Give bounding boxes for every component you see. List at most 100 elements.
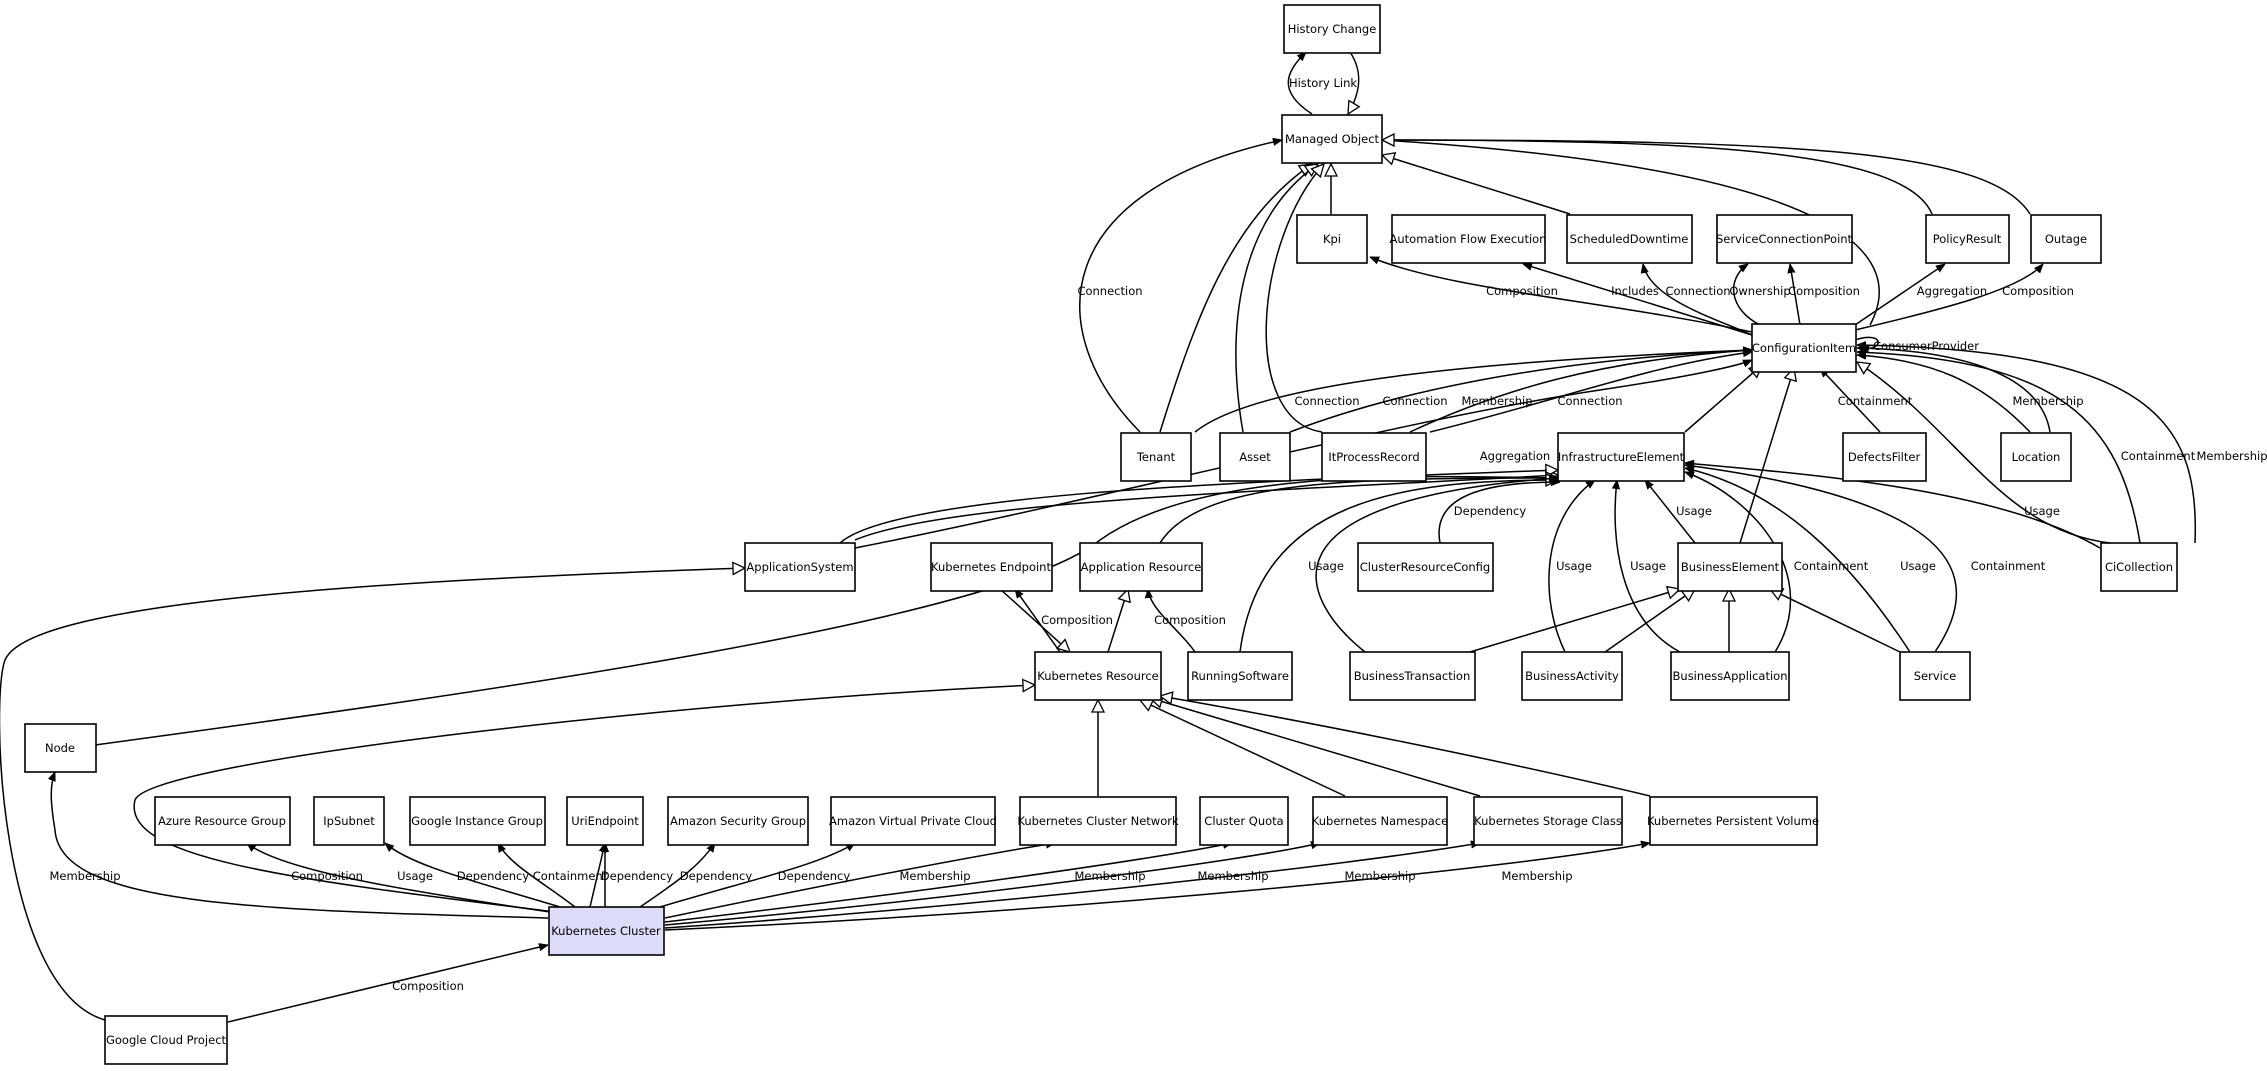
label-bizelem-infra-usage: Usage xyxy=(1676,504,1712,518)
node-label: Google Instance Group xyxy=(411,814,543,828)
node-label: Kubernetes Cluster Network xyxy=(1017,814,1179,828)
edge-k8snamespace-k8sres xyxy=(1140,700,1346,797)
label-ci-policy-aggregation: Aggregation xyxy=(1917,284,1987,298)
edge-service-infra-usage xyxy=(1685,468,1911,653)
label-ci-scp-composition: Composition xyxy=(1788,284,1860,298)
label-cluster-namespace-membership: Membership xyxy=(1197,869,1268,883)
node-kubernetes-cluster-network[interactable]: Kubernetes Cluster Network xyxy=(1017,796,1179,846)
edge-biztransaction-infra xyxy=(1315,478,1558,653)
label-cluster-asg-dependency: Dependency xyxy=(680,869,753,883)
label-cluster-azure-composition: Composition xyxy=(291,869,363,883)
node-google-cloud-project[interactable]: Google Cloud Project xyxy=(104,1015,228,1065)
edge-ci-kpi-composition xyxy=(1370,256,1753,333)
label-biztransaction-usage: Usage xyxy=(1308,559,1344,573)
node-business-application[interactable]: BusinessApplication xyxy=(1670,651,1790,701)
node-node[interactable]: Node xyxy=(24,723,97,773)
node-cluster-resource-config[interactable]: ClusterResourceConfig xyxy=(1357,542,1494,592)
node-automation-flow-execution[interactable]: Automation Flow Execution xyxy=(1390,214,1547,264)
node-cluster-quota[interactable]: Cluster Quota xyxy=(1199,796,1289,846)
node-label: Cluster Quota xyxy=(1204,814,1283,828)
edge-gcp-cluster-composition xyxy=(227,945,548,1023)
node-label: BusinessElement xyxy=(1681,560,1780,574)
label-cicollection-ci-membership: Membership xyxy=(2196,449,2267,463)
node-amazon-vpc[interactable]: Amazon Virtual Private Cloud xyxy=(829,796,997,846)
edge-k8sres-appres xyxy=(1107,589,1128,653)
node-business-element[interactable]: BusinessElement xyxy=(1677,542,1783,592)
node-ci-collection[interactable]: CiCollection xyxy=(2100,542,2178,592)
edge-asset-ci-connection xyxy=(1289,350,1752,433)
node-it-process-record[interactable]: ItProcessRecord xyxy=(1321,432,1427,482)
node-kpi[interactable]: Kpi xyxy=(1296,214,1368,264)
node-label: ScheduledDowntime xyxy=(1570,232,1689,246)
node-uri-endpoint[interactable]: UriEndpoint xyxy=(566,796,644,846)
edge-itprocess-managed xyxy=(1265,164,1324,433)
label-ci-kpi-composition: Composition xyxy=(1486,284,1558,298)
node-kubernetes-endpoint[interactable]: Kubernetes Endpoint xyxy=(930,542,1053,592)
node-label: IpSubnet xyxy=(323,814,375,828)
label-tenant-connection: Connection xyxy=(1077,284,1142,298)
node-label: Kubernetes Storage Class xyxy=(1474,814,1622,828)
node-tenant[interactable]: Tenant xyxy=(1120,432,1192,482)
edge-ci-afe-includes xyxy=(1523,264,1753,336)
label-asset-ci-connection: Connection xyxy=(1382,394,1447,408)
edge-appsystem-infra xyxy=(854,475,1558,541)
edge-tenant-managed-connection xyxy=(1079,140,1282,433)
edge-appsystem-infra-2 xyxy=(839,470,1558,544)
edge-itprocess-ci-connection xyxy=(1429,352,1752,433)
edges xyxy=(0,52,2197,1023)
node-running-software[interactable]: RunningSoftware xyxy=(1187,651,1293,701)
label-service-usage: Usage xyxy=(1900,559,1936,573)
node-asset[interactable]: Asset xyxy=(1219,432,1291,482)
label-cluster-network-membership: Membership xyxy=(899,869,970,883)
node-application-resource[interactable]: Application Resource xyxy=(1079,542,1203,592)
edge-tenant-ci-connection xyxy=(1194,350,1752,433)
edge-location-ci-membership xyxy=(1857,355,2031,433)
node-history-change[interactable]: History Change xyxy=(1283,4,1381,54)
node-kubernetes-namespace[interactable]: Kubernetes Namespace xyxy=(1312,796,1448,846)
label-cluster-uri-dependency: Dependency xyxy=(601,869,674,883)
node-defects-filter[interactable]: DefectsFilter xyxy=(1842,432,1927,482)
node-kubernetes-resource[interactable]: Kubernetes Resource xyxy=(1034,651,1162,701)
edge-biztransaction-bizelem xyxy=(1469,589,1680,653)
node-label: Outage xyxy=(2045,232,2087,246)
node-scheduled-downtime[interactable]: ScheduledDowntime xyxy=(1566,214,1693,264)
edge-bizelem-ci xyxy=(1739,368,1794,544)
node-policy-result[interactable]: PolicyResult xyxy=(1925,214,2010,264)
node-managed-object[interactable]: Managed Object xyxy=(1281,114,1383,164)
node-label: InfrastructureElement xyxy=(1558,450,1685,464)
node-service-connection-point[interactable]: ServiceConnectionPoint xyxy=(1716,214,1853,264)
node-label: BusinessTransaction xyxy=(1354,669,1471,683)
node-ip-subnet[interactable]: IpSubnet xyxy=(313,796,385,846)
node-infrastructure-element[interactable]: InfrastructureElement xyxy=(1557,432,1685,482)
node-business-activity[interactable]: BusinessActivity xyxy=(1521,651,1623,701)
node-configuration-item[interactable]: ConfigurationItem xyxy=(1751,323,1857,373)
node-amazon-security-group[interactable]: Amazon Security Group xyxy=(667,796,809,846)
edge-running-appres-composition xyxy=(1148,589,1196,653)
label-gcp-cluster-composition: Composition xyxy=(392,979,464,993)
node-outage[interactable]: Outage xyxy=(2030,214,2102,264)
node-google-instance-group[interactable]: Google Instance Group xyxy=(409,796,546,846)
node-location[interactable]: Location xyxy=(2000,432,2072,482)
node-kubernetes-storage-class[interactable]: Kubernetes Storage Class xyxy=(1473,796,1623,846)
node-application-system[interactable]: ApplicationSystem xyxy=(744,542,856,592)
edge-outage-managed xyxy=(1382,140,2031,215)
node-business-transaction[interactable]: BusinessTransaction xyxy=(1349,651,1476,701)
edge-cluster-vpc-dependency xyxy=(659,843,855,908)
node-kubernetes-cluster[interactable]: Kubernetes Cluster xyxy=(548,906,665,956)
node-azure-resource-group[interactable]: Azure Resource Group xyxy=(154,796,291,846)
edge-cluster-pv-membership xyxy=(664,843,1650,931)
node-kubernetes-persistent-volume[interactable]: Kubernetes Persistent Volume xyxy=(1647,796,1819,846)
edge-cluster-gig-dependency xyxy=(497,843,576,908)
edge-cluster-namespace-membership xyxy=(664,843,1320,926)
node-label: Kubernetes Namespace xyxy=(1312,814,1448,828)
edge-history-link xyxy=(1287,52,1313,115)
label-defects-ci-containment: Containment xyxy=(1838,394,1913,408)
node-label: PolicyResult xyxy=(1933,232,2002,246)
label-endpoint-composition: Composition xyxy=(1041,613,1113,627)
node-label: Kubernetes Persistent Volume xyxy=(1647,814,1819,828)
edge-ci-scp-composition xyxy=(1790,264,1801,326)
node-service[interactable]: Service xyxy=(1899,651,1971,701)
label-ci-consumer-provider: ConsumerProvider xyxy=(1873,339,1979,353)
label-clusterconfig-dependency: Dependency xyxy=(1454,504,1527,518)
label-cluster-ipsubnet-usage: Usage xyxy=(397,869,433,883)
